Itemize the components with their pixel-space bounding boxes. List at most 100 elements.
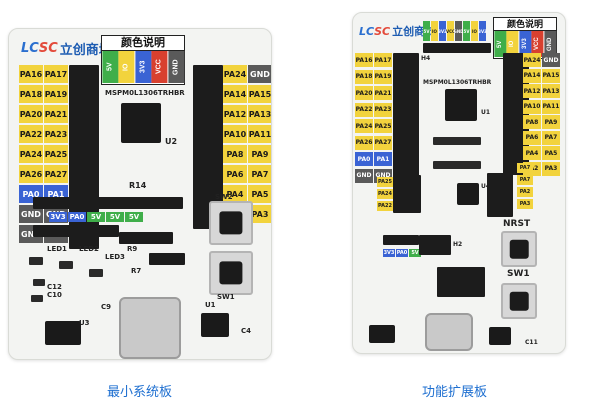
- smd-part: [29, 257, 43, 265]
- legend-title: 颜色说明: [102, 36, 184, 51]
- mcu-chip: [445, 89, 477, 121]
- regulator-u3: [45, 321, 81, 345]
- pin-label-pa0: PA0: [355, 152, 373, 166]
- pin-label-pa10: PA10: [223, 125, 247, 143]
- pin-label-pa1: PA1: [374, 152, 392, 166]
- pin-label-gnd: GND: [542, 53, 560, 67]
- pin-label-pa0: PA0: [396, 249, 408, 257]
- pin-label-pa12: PA12: [523, 84, 541, 98]
- button-cap: [509, 291, 529, 311]
- pin-label-pa4: PA4: [223, 185, 247, 203]
- regulator-u3: [369, 325, 395, 343]
- chip-u4: [457, 183, 479, 205]
- pin-label-pa5: PA5: [542, 146, 560, 160]
- pin-label-io: IO: [431, 21, 438, 41]
- r9-label: R9: [127, 245, 138, 253]
- pin-label-pa13: PA13: [542, 84, 560, 98]
- c4-label: C4: [241, 327, 252, 335]
- pin-label-pa19: PA19: [44, 85, 68, 103]
- c12-label: C12: [47, 283, 62, 291]
- pin-label-5v: 5V: [463, 21, 470, 41]
- pin-label-pa19: PA19: [374, 69, 392, 84]
- button-cap: [219, 261, 243, 285]
- pin-label-pa3: PA3: [542, 161, 560, 176]
- pin-label-pa21: PA21: [374, 86, 392, 100]
- jumper-block: [419, 235, 451, 255]
- pin-label-pa7: PA7: [248, 165, 271, 183]
- c10-label: C10: [47, 291, 62, 299]
- pin-label-pa3: PA3: [248, 205, 271, 223]
- button-sw2[interactable]: [209, 201, 253, 245]
- brand-logo: LCSC 立创商城: [21, 39, 112, 58]
- h4-label: H4: [421, 55, 431, 62]
- legend-title: 颜色说明: [494, 18, 556, 31]
- pin-label-pa24: PA24: [377, 189, 393, 199]
- pin-label-pa14: PA14: [523, 68, 541, 83]
- pin-label-pa0: PA0: [68, 212, 86, 222]
- pin-label-vcc: VCC: [446, 21, 455, 41]
- lower-header: [437, 267, 485, 297]
- u3-label: U3: [79, 319, 90, 327]
- mid-header-top: [33, 197, 183, 209]
- c9-label: C9: [101, 303, 112, 311]
- led3-label: LED3: [105, 253, 125, 261]
- pin-label-pa26: PA26: [355, 135, 373, 150]
- pin-label-pa5: PA5: [248, 185, 271, 203]
- pin-label-pa10: PA10: [523, 99, 541, 114]
- usb-c-connector: [425, 313, 473, 351]
- nrst-label: NRST: [503, 219, 531, 229]
- pin-label-pa18: PA18: [19, 85, 43, 103]
- pin-label-gnd: GND: [355, 168, 373, 183]
- pin-label-pa25: PA25: [44, 145, 68, 163]
- pin-label-pa16: PA16: [355, 53, 373, 67]
- pin-label-pa9: PA9: [542, 115, 560, 129]
- u1-label: U1: [205, 301, 216, 309]
- led2-label: LED2: [79, 245, 99, 253]
- brand-name: 立创商城: [59, 42, 112, 57]
- button-nrst[interactable]: [501, 231, 537, 267]
- caption-function-expansion-board: 功能扩展板: [422, 384, 488, 399]
- pin-label-5v: 5V: [125, 212, 143, 222]
- pin-label-gnd: GND: [19, 205, 43, 223]
- pin-label-pa11: PA11: [542, 99, 560, 114]
- sw1-label: SW1: [217, 293, 235, 301]
- pin-label-pa25: PA25: [374, 119, 392, 133]
- pin-label-pa20: PA20: [19, 105, 43, 123]
- smd-part: [59, 261, 73, 269]
- legend-item-3v3: 3V3: [134, 51, 152, 83]
- u2-label: U2: [165, 137, 178, 146]
- r7-header: [149, 253, 185, 265]
- usb-c-connector: [119, 297, 181, 359]
- button-sw1[interactable]: [209, 251, 253, 295]
- legend-item-io: IO: [118, 51, 135, 83]
- pin-label-3v3: 3V3: [383, 249, 395, 257]
- pin-label-pa6: PA6: [223, 165, 247, 183]
- pin-label-pa8: PA8: [223, 145, 247, 163]
- top-header: [423, 43, 491, 53]
- pin-label-pa23: PA23: [374, 102, 392, 117]
- smd-part: [33, 279, 45, 286]
- pin-label-pa7: PA7: [517, 163, 533, 173]
- pin-label-pa13: PA13: [248, 105, 271, 123]
- pin-label-pa2: PA2: [517, 187, 533, 197]
- pin-label-3v3: 3V3: [49, 212, 67, 222]
- pin-label-pa20: PA20: [355, 86, 373, 100]
- mcu-part-label: MSPM0L1306TRHBR: [423, 79, 492, 86]
- pin-label-pa24: PA24: [223, 65, 247, 83]
- jumper-header: [119, 232, 173, 244]
- pin-label-gnd: GND: [454, 21, 463, 41]
- pin-label-pa15: PA15: [542, 68, 560, 83]
- button-sw1[interactable]: [501, 283, 537, 319]
- legend-item-gnd: GND: [167, 51, 185, 83]
- pin-label-io: IO: [471, 21, 478, 41]
- pin-label-3v3: 3V3: [478, 21, 487, 41]
- pin-label-pa11: PA11: [248, 125, 271, 143]
- u1-label: U1: [481, 109, 491, 116]
- smd-part: [89, 269, 103, 277]
